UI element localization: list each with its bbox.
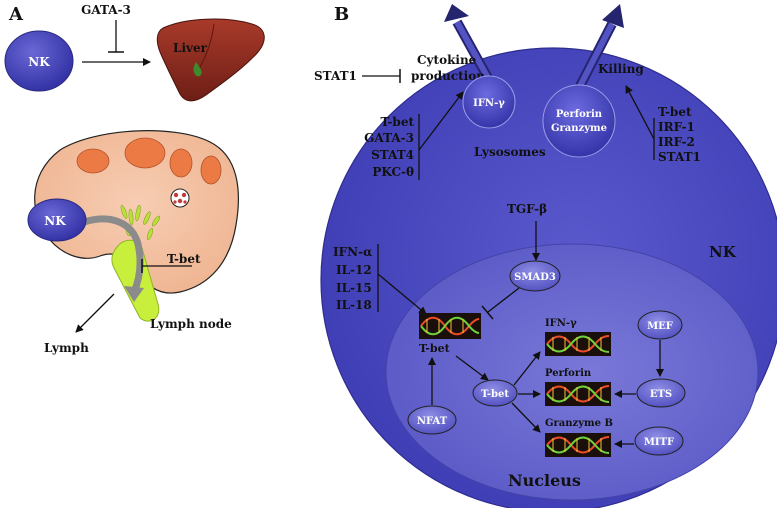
- nk-cell-a: [4, 30, 74, 92]
- killing-regulator-item: T-bet: [658, 105, 692, 119]
- killing-regulator-item: IRF-2: [658, 135, 695, 149]
- tbet-gene-to-protein-arrow: [455, 355, 489, 381]
- tbet-to-ifng-arrow: [513, 351, 541, 386]
- cytokine-regulator-item: T-bet: [381, 115, 415, 129]
- smad3-inhibit-line: [487, 287, 520, 313]
- killing-label: Killing: [598, 62, 644, 76]
- tbet-gene-label: T-bet: [419, 342, 451, 355]
- to-lymph-arrow: [75, 293, 115, 333]
- cytokine-regulator-arrow: [418, 91, 464, 151]
- nk-migration-arrowhead: [124, 286, 144, 302]
- gata3-label: GATA-3: [81, 3, 131, 17]
- mitf-label: MITF: [644, 437, 674, 448]
- killing-regulator-item: STAT1: [658, 150, 701, 164]
- cytokine-production-label-1: Cytokine: [417, 53, 477, 67]
- cytokine-input-arrow: [377, 273, 427, 315]
- cytokine-input-item: IL-12: [336, 263, 372, 277]
- follicle-3: [169, 148, 193, 178]
- nk-label-b: NK: [709, 243, 737, 261]
- nk-label-a: NK: [28, 55, 50, 69]
- perforin-granzyme-granule: [542, 84, 616, 158]
- nk-migration-path: [80, 215, 144, 296]
- ifng-granule-label: IFN-γ: [473, 98, 505, 109]
- mef-label: MEF: [647, 321, 673, 332]
- panel-b-label: B: [334, 4, 349, 25]
- killing-release-arrow: [575, 4, 624, 89]
- lymph-node-label: Lymph node: [150, 317, 232, 331]
- cytokine-input-list: IFN-α IL-12 IL-15 IL-18: [333, 244, 427, 315]
- lysosomes-label: Lysosomes: [474, 145, 546, 159]
- mef-node: [637, 310, 683, 340]
- tgfb-label: TGF-β: [507, 202, 547, 216]
- lymph-label: Lymph: [44, 341, 89, 355]
- ets-label: ETS: [650, 389, 672, 400]
- blood-vessel-icon: [170, 188, 190, 208]
- panel-a-label: A: [8, 4, 24, 25]
- cytokine-regulator-item: GATA-3: [364, 131, 414, 145]
- smad3-inhibit-bar: [481, 305, 494, 320]
- smad3-node: [509, 260, 561, 292]
- tbet-protein-label: T-bet: [481, 389, 509, 400]
- perforin-gene-dna-icon: [545, 382, 611, 406]
- liver-label: Liver: [173, 41, 208, 55]
- cytokine-regulator-item: STAT4: [371, 148, 414, 162]
- perforin-granule-label-1: Perforin: [556, 109, 603, 120]
- cytokine-regulator-list: T-bet GATA-3 STAT4 PKC-θ: [364, 91, 464, 180]
- cytokine-release-arrow: [444, 4, 493, 81]
- cytokine-input-item: IL-18: [336, 298, 372, 312]
- cytokine-production-label-2: production: [411, 69, 485, 83]
- ifng-granule: [462, 75, 516, 129]
- stat1-label-b: STAT1: [314, 69, 357, 83]
- granzyme-gene-label: Granzyme B: [545, 418, 613, 429]
- tbet-gene-dna-icon: [419, 313, 481, 339]
- killing-regulator-arrow: [625, 85, 655, 140]
- ifng-gene-dna-icon: [545, 332, 611, 356]
- ets-node: [636, 378, 686, 408]
- killing-regulator-item: IRF-1: [658, 120, 695, 134]
- cytokine-input-item: IL-15: [336, 281, 372, 295]
- cytokine-regulator-item: PKC-θ: [372, 165, 414, 179]
- follicle-1: [76, 148, 110, 174]
- gallbladder-icon: [193, 62, 202, 77]
- smad3-label: SMAD3: [514, 272, 556, 283]
- tbet-to-granzyme-arrow: [511, 402, 541, 433]
- follicle-4: [200, 155, 222, 185]
- nk-cell-lymph-node: [27, 198, 87, 242]
- liver-icon: [156, 18, 265, 102]
- nk-label-lymph-node: NK: [44, 214, 66, 228]
- tbet-protein-node: [472, 379, 518, 407]
- tbet-label-a: T-bet: [167, 252, 201, 266]
- perforin-gene-label: Perforin: [545, 368, 592, 379]
- perforin-granule-label-2: Granzyme: [551, 123, 607, 134]
- mitf-node: [634, 426, 684, 456]
- nucleus-label: Nucleus: [508, 471, 581, 490]
- granzyme-gene-dna-icon: [545, 433, 611, 457]
- follicle-2: [124, 137, 166, 169]
- cytokine-input-item: IFN-α: [333, 245, 372, 259]
- ifng-gene-label: IFN-γ: [545, 318, 577, 329]
- nfat-node: [407, 405, 457, 435]
- killing-regulator-list: T-bet IRF-1 IRF-2 STAT1: [625, 85, 701, 164]
- nfat-label: NFAT: [417, 416, 448, 427]
